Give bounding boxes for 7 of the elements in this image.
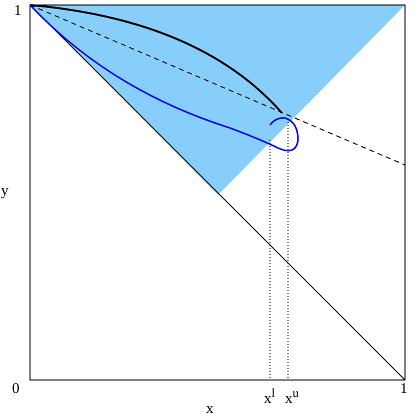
tick-label: 0	[12, 382, 20, 397]
tick-label: 1	[400, 382, 408, 397]
tick-label: x$^{l}$	[264, 386, 275, 407]
axis-label: x	[206, 402, 214, 415]
tick-label: x$^{u}$	[285, 386, 299, 407]
axis-label: y	[1, 184, 8, 199]
tick-label: 1	[14, 4, 22, 19]
